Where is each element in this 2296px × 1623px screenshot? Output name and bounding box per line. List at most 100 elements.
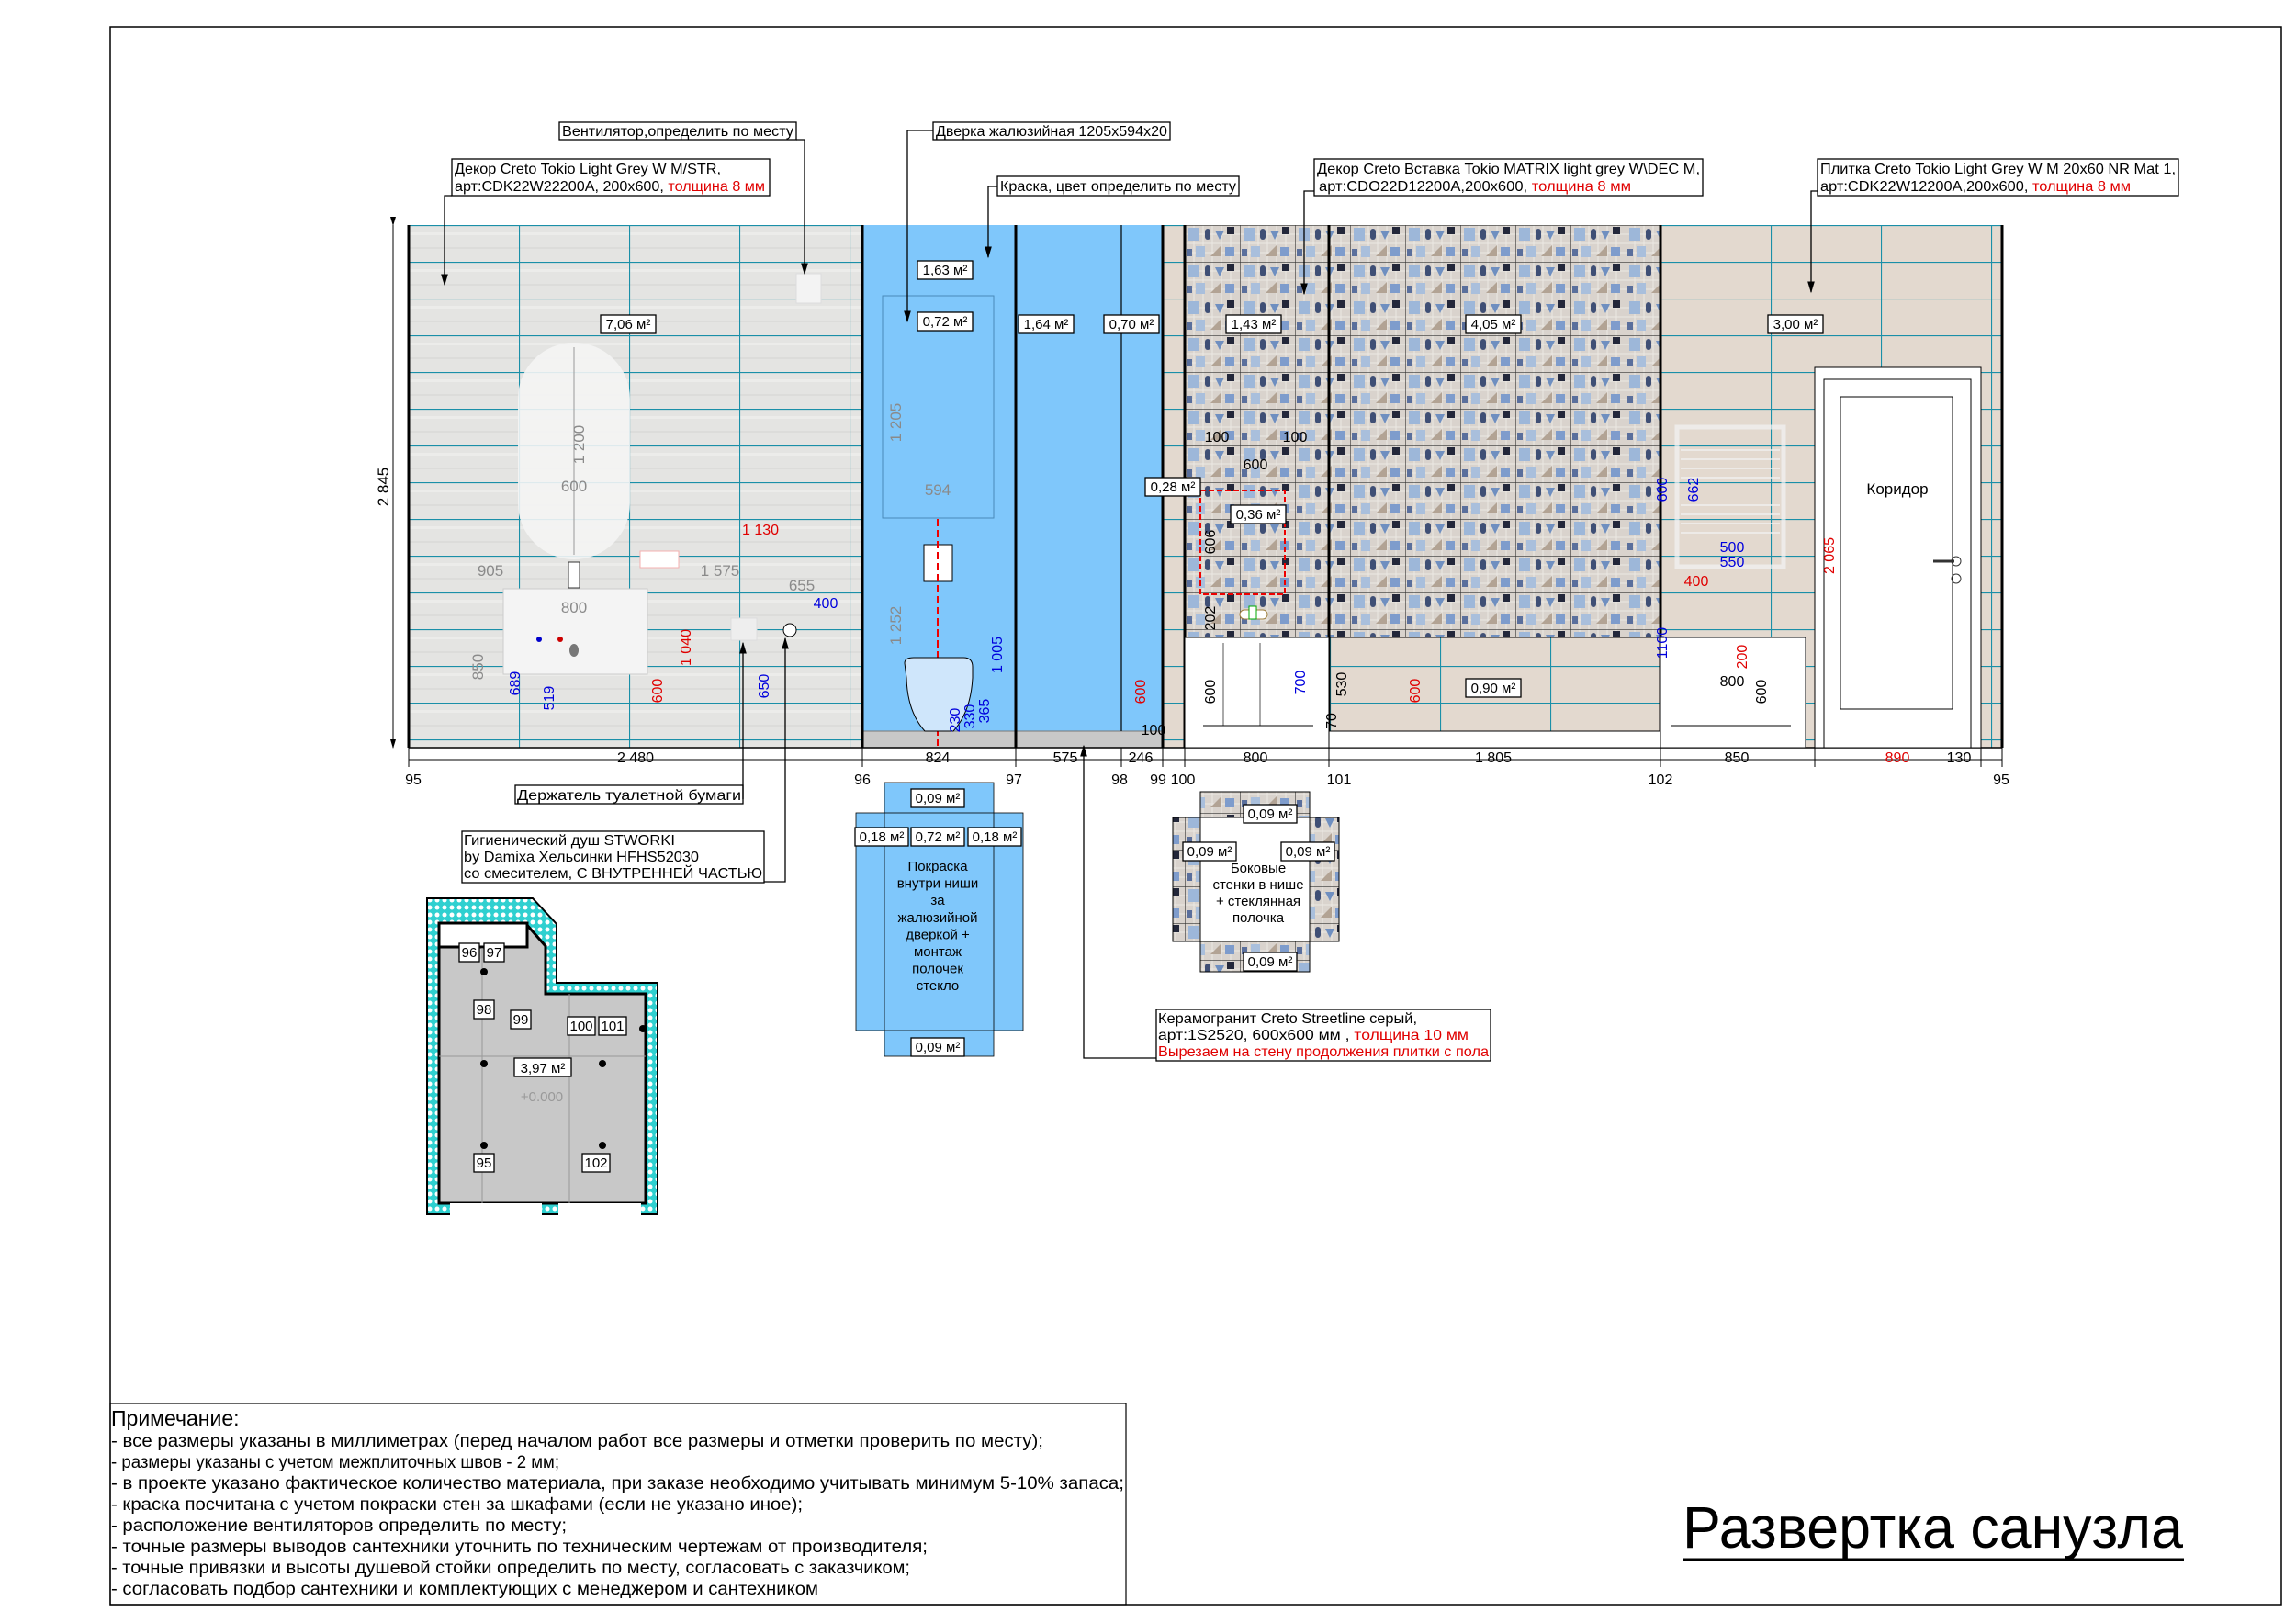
callout-shower: Гигиенический душ STWORKI by Damixa Хель… xyxy=(461,637,789,884)
sheet-title: Развертка санузла xyxy=(1683,1494,2183,1561)
wall-mark: 100 xyxy=(1171,772,1196,788)
wall-mark: 102 xyxy=(1649,772,1673,788)
area-label-box xyxy=(600,314,657,334)
floor-plan-mark: 101 xyxy=(601,1019,624,1034)
svg-text:Дверка жалюзийная 1205x594x20: Дверка жалюзийная 1205x594x20 xyxy=(936,124,1167,140)
svg-text:Гигиенический душ STWORKI: Гигиенический душ STWORKI xyxy=(464,833,675,849)
callout-paper-holder: Держатель туалетной бумаги xyxy=(514,641,747,805)
wall-mark: 98 xyxy=(1111,772,1128,788)
dim-bottom: 824 xyxy=(926,750,951,766)
dim-grey: 1 575 xyxy=(701,562,740,580)
wall-mark: 95 xyxy=(1993,772,2009,788)
right-cabinet xyxy=(1660,637,1806,749)
dim-bottom: 130 xyxy=(1947,750,1972,766)
area-label-box xyxy=(917,311,974,332)
dim-blue: 500 xyxy=(1720,540,1745,556)
dim-blue: 230 xyxy=(948,708,963,733)
door-label: Коридор xyxy=(1866,480,1928,498)
niche-area-label: 0,18 м² xyxy=(973,829,1018,845)
note-item: - все размеры указаны в миллиметрах (пер… xyxy=(111,1432,1043,1451)
wall-97-98-paint xyxy=(1016,225,1163,731)
svg-text:арт:CDK22W12200A,200x600, толщ: арт:CDK22W12200A,200x600, толщина 8 мм xyxy=(1820,179,2131,195)
niche-paint-area xyxy=(862,225,1016,731)
side-niche-note-line: полочка xyxy=(1232,910,1285,926)
towel-rail xyxy=(1674,424,1786,569)
dim-blue: 330 xyxy=(962,704,978,729)
sink-cabinet xyxy=(502,588,648,675)
dim-red: 2 065 xyxy=(1822,537,1838,574)
svg-text:Декор Creto Tokio Light Grey W: Декор Creto Tokio Light Grey W M/STR, xyxy=(455,162,721,177)
dim-blue: 1 005 xyxy=(990,637,1006,673)
floor-plan-mark-box xyxy=(483,942,505,963)
paper-holder xyxy=(730,617,758,641)
dim-red: 200 xyxy=(1735,645,1750,670)
dim-blue: 662 xyxy=(1686,478,1702,502)
area-label: 0,90 м² xyxy=(1471,681,1516,696)
niche-note-line: монтаж xyxy=(914,944,962,960)
wall-mark: 95 xyxy=(405,772,422,788)
side-niche-area-label: 0,09 м² xyxy=(1286,844,1331,860)
dim-black: 600 xyxy=(1244,457,1268,473)
note-item: - краска посчитана с учетом покраски сте… xyxy=(111,1495,803,1515)
side-niche-area-label-box xyxy=(1243,952,1298,972)
wall-mark: 101 xyxy=(1327,772,1352,788)
wall-mark: 99 xyxy=(1150,772,1166,788)
niche-area-label: 0,72 м² xyxy=(916,829,961,845)
side-niche-note-line: Боковые xyxy=(1231,861,1286,876)
side-niche-note-line: стенки в нише xyxy=(1212,877,1303,893)
dim-grey: 1 252 xyxy=(887,606,905,646)
wall-mark: 97 xyxy=(1006,772,1022,788)
callout-tile: Плитка Creto Tokio Light Grey W M 20x60 … xyxy=(1807,158,2179,294)
dim-grey: 594 xyxy=(925,481,951,499)
dim-blue: 400 xyxy=(814,596,838,612)
door-leaf[interactable] xyxy=(1840,396,1953,710)
dim-black: 100 xyxy=(1283,430,1308,445)
dim-bottom: 246 xyxy=(1129,750,1154,766)
side-niche-note-line: + стеклянная xyxy=(1216,894,1300,909)
dim-grey: 800 xyxy=(561,599,587,616)
sheet-frame xyxy=(109,26,2282,1606)
svg-text:арт:1S2520, 600x600 мм , толщи: арт:1S2520, 600x600 мм , толщина 10 мм xyxy=(1158,1028,1469,1043)
side-niche-area-label: 0,09 м² xyxy=(1248,806,1293,822)
svg-text:Вырезаем на стену продолжения: Вырезаем на стену продолжения плитки с п… xyxy=(1158,1044,1489,1060)
svg-text:Держатель туалетной бумаги: Держатель туалетной бумаги xyxy=(517,788,741,804)
side-niche-area-label: 0,09 м² xyxy=(1248,954,1293,970)
floor-plan-mark-box xyxy=(567,1016,596,1036)
dim-blue: 700 xyxy=(1293,671,1309,695)
niche-note-line: жалюзийной xyxy=(897,910,977,926)
area-label: 1,63 м² xyxy=(923,263,968,278)
svg-text:Вентилятор,определить по месту: Вентилятор,определить по месту xyxy=(562,124,793,140)
note-item: - точные привязки и высоты душевой стойк… xyxy=(111,1559,910,1578)
callout-paint: Краска, цвет определить по месту xyxy=(985,175,1240,259)
fan-grille xyxy=(795,273,822,304)
callout-decor-matrix: Декор Creto Вставка Tokio MATRIX light g… xyxy=(1300,158,1704,296)
dim-red: 1 040 xyxy=(679,629,694,666)
niche-area-label-box xyxy=(910,788,965,808)
area-label-box xyxy=(1225,314,1282,334)
svg-text:Керамогранит Creto Streetline: Керамогранит Creto Streetline серый, xyxy=(1158,1011,1417,1027)
area-label: 1,43 м² xyxy=(1232,317,1277,332)
floor-strip xyxy=(861,730,1164,749)
niche-note-line: полочек xyxy=(912,962,963,977)
floor-plan-mark-box xyxy=(598,1016,627,1036)
area-label-box xyxy=(1767,314,1824,334)
area-label: 1,64 м² xyxy=(1024,317,1069,332)
floor-plan-mark: 96 xyxy=(462,945,478,961)
svg-text:со смесителем, С ВНУТРЕННЕЙ ЧА: со смесителем, С ВНУТРЕННЕЙ ЧАСТЬЮ xyxy=(464,864,762,882)
area-label-box xyxy=(1144,477,1201,497)
niche-note-line: стекло xyxy=(917,978,960,994)
side-niche-area-label-box xyxy=(1182,841,1237,862)
drain-icon xyxy=(569,644,579,657)
callout-grille-door: Дверка жалюзийная 1205x594x20 xyxy=(904,121,1171,323)
floor-plan-mark-box xyxy=(581,1153,611,1173)
dim-blue: 519 xyxy=(542,686,557,711)
floor-plan-mark: 97 xyxy=(487,945,502,961)
notes-title: Примечание: xyxy=(111,1406,240,1430)
area-label: 0,72 м² xyxy=(923,314,968,330)
dim-blue: 365 xyxy=(977,699,993,724)
niche-note-line: за xyxy=(930,893,945,908)
note-item: - расположение вентиляторов определить п… xyxy=(111,1516,567,1536)
niche-note-line: Покраска xyxy=(907,859,968,874)
area-label-box xyxy=(1103,314,1160,334)
